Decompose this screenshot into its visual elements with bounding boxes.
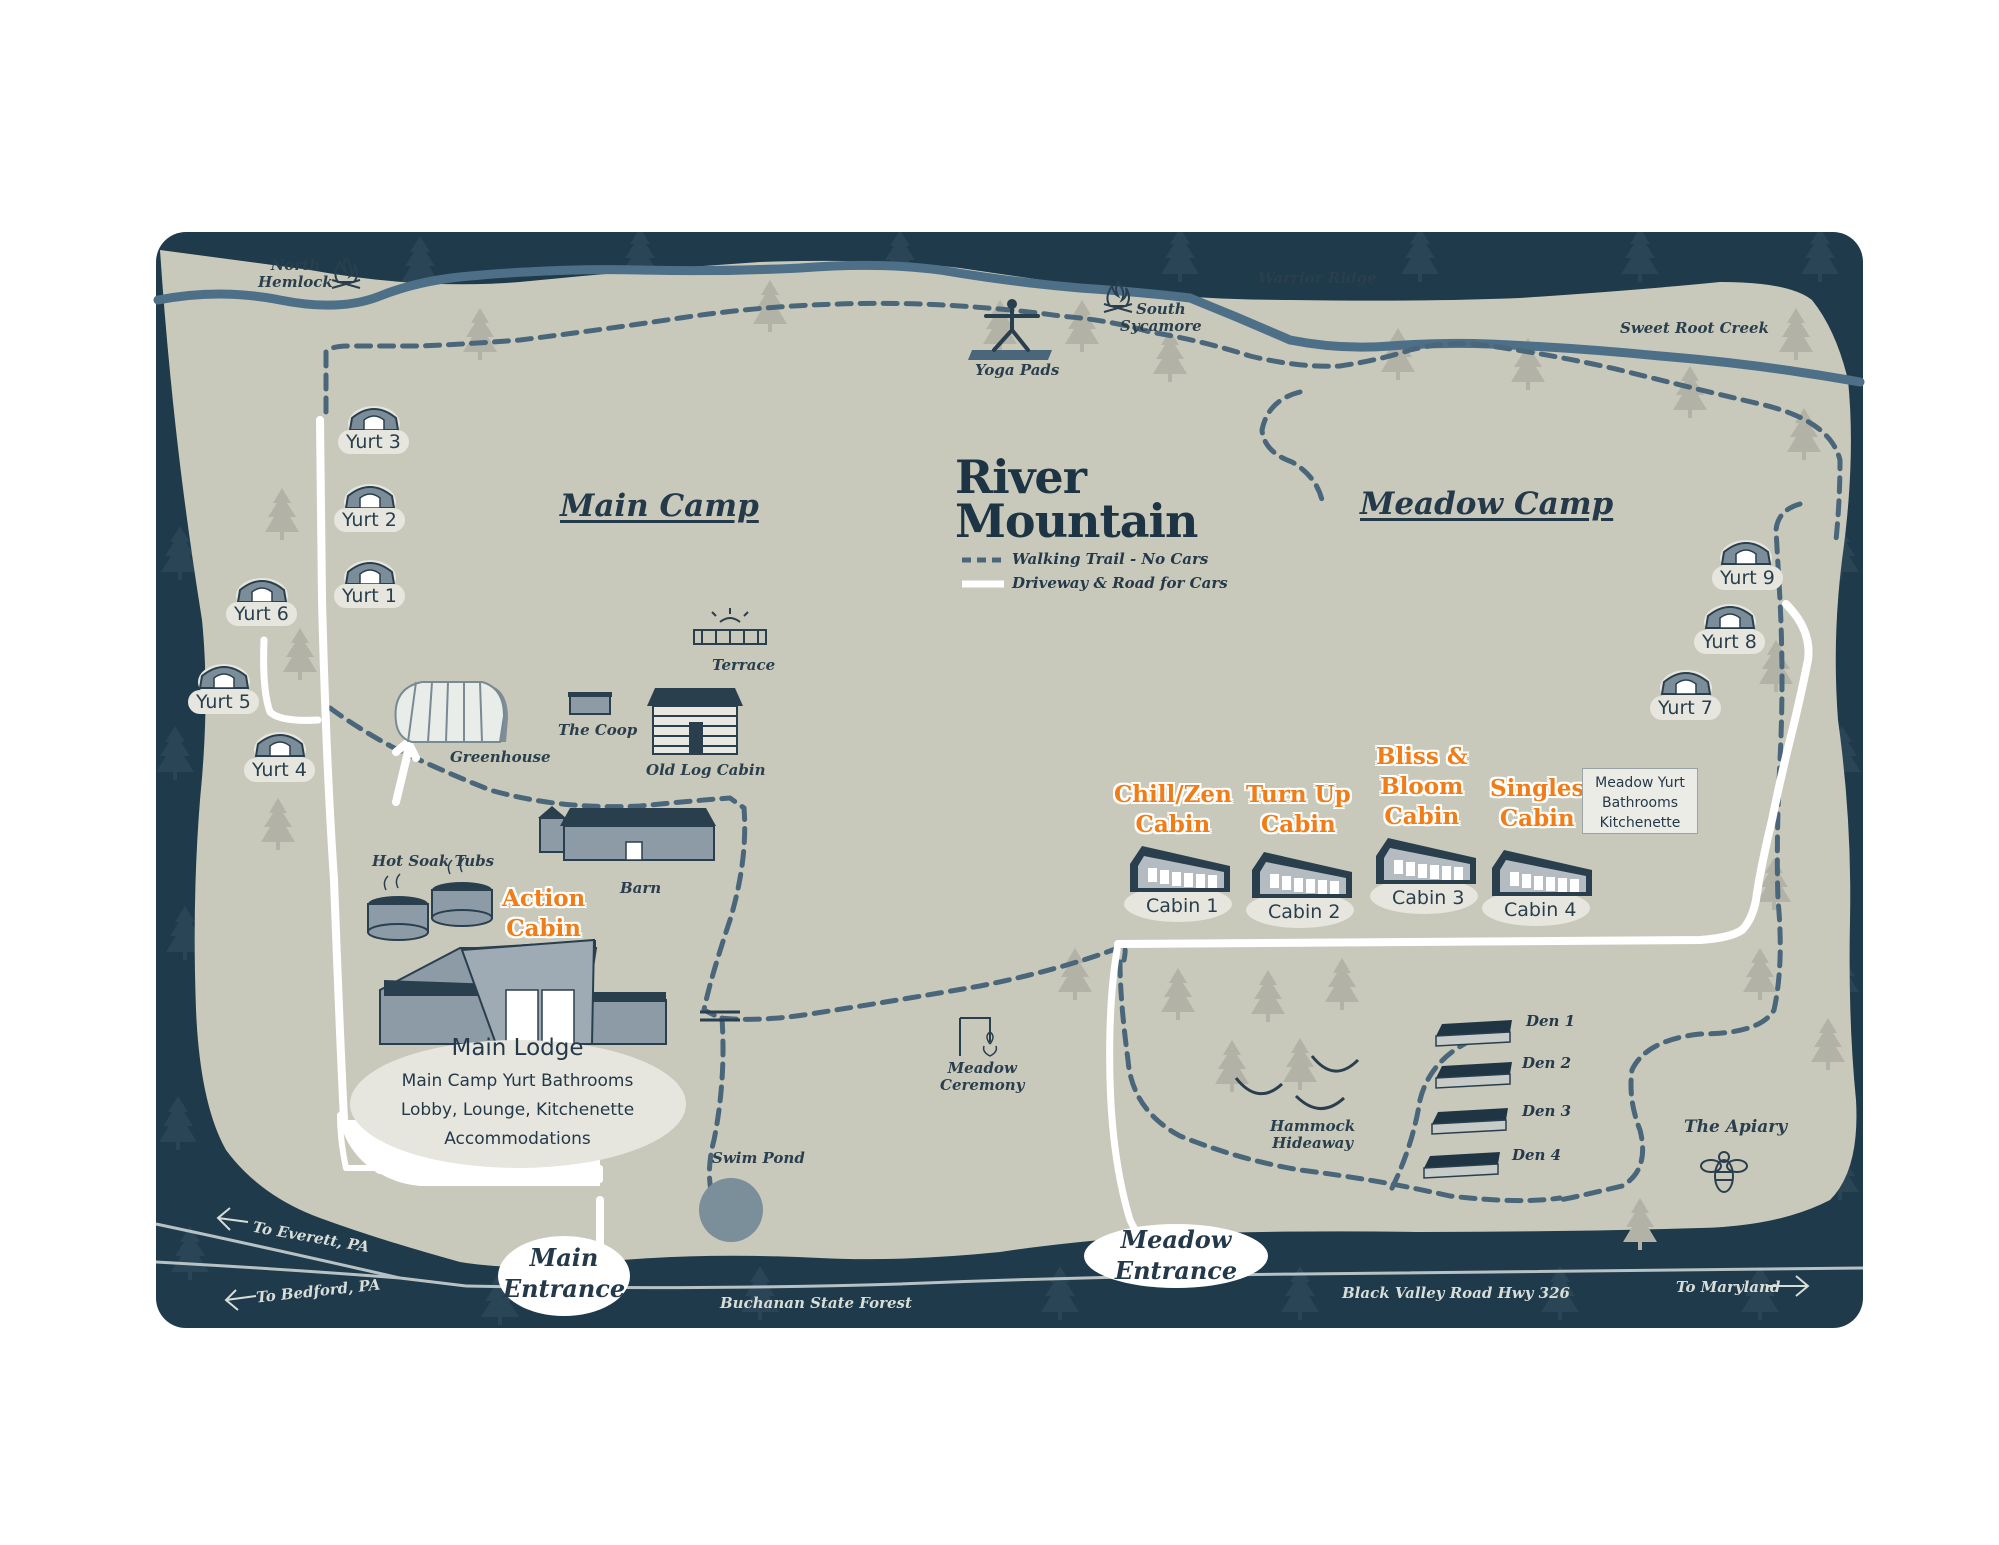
main-lodge-line3: Accommodations — [444, 1129, 591, 1149]
yoga-pads-icon — [968, 299, 1052, 360]
label-greenhouse: Greenhouse — [450, 748, 551, 766]
label-hot-soak-tubs: Hot Soak Tubs — [372, 852, 495, 870]
arrow-bedford — [224, 1289, 257, 1311]
den-3[interactable]: Den 3 — [1522, 1102, 1572, 1120]
label-the-apiary: The Apiary — [1684, 1117, 1788, 1137]
main-lodge-building — [379, 938, 667, 1045]
yurt-3[interactable]: Yurt 3 — [338, 430, 409, 454]
label-yoga-pads: Yoga Pads — [975, 361, 1060, 379]
swim-pond — [699, 1178, 763, 1242]
main-entrance[interactable]: Main Entrance — [502, 1243, 626, 1303]
den-1[interactable]: Den 1 — [1526, 1012, 1576, 1030]
coop-icon — [568, 692, 612, 715]
label-south-sycamore: South Sycamore — [1120, 300, 1202, 336]
legend-trail-label: Walking Trail - No Cars — [1012, 550, 1209, 568]
main-entrance-bubble — [498, 1236, 630, 1316]
meadow-yurt-bathrooms[interactable]: Meadow Yurt Bathrooms Kitchenette — [1582, 768, 1698, 834]
arrow-everett — [216, 1207, 249, 1231]
label-black-valley-road: Black Valley Road Hwy 326 — [1342, 1284, 1570, 1302]
highlight-turn-up-cabin[interactable]: Turn Up Cabin — [1246, 781, 1351, 838]
cabin-3[interactable]: Cabin 3 — [1384, 886, 1472, 910]
main-lodge-info-bubble — [350, 1040, 686, 1168]
cabin-1-label: Cabin 1 — [1146, 895, 1219, 917]
label-buchanan-state-forest: Buchanan State Forest — [720, 1294, 912, 1312]
meadow-ceremony-icon — [959, 1017, 998, 1057]
meadow-entrance-bubble — [1084, 1224, 1268, 1288]
highlight-singles-cabin[interactable]: Singles Cabin — [1490, 775, 1585, 832]
yurt-1-label: Yurt 1 — [334, 584, 405, 608]
greenhouse-icon — [394, 681, 508, 743]
map-title: River Mountain — [955, 450, 1198, 548]
main-lodge-info[interactable]: Main Lodge Main Camp Yurt Bathrooms Lobb… — [355, 1035, 680, 1154]
yurt-3-label: Yurt 3 — [338, 430, 409, 454]
hot-soak-tubs-icon — [367, 857, 493, 941]
barn-icon — [538, 806, 716, 861]
map-title-line2: Mountain — [955, 494, 1198, 548]
yurt-4[interactable]: Yurt 4 — [244, 758, 315, 782]
yurt-5[interactable]: Yurt 5 — [188, 690, 259, 714]
cabin-2-label: Cabin 2 — [1268, 901, 1341, 923]
yurt-5-label: Yurt 5 — [188, 690, 259, 714]
yurt-2-label: Yurt 2 — [334, 508, 405, 532]
label-swim-pond: Swim Pond — [712, 1149, 805, 1167]
label-to-maryland: To Maryland — [1676, 1278, 1781, 1296]
den-4[interactable]: Den 4 — [1512, 1146, 1562, 1164]
yurt-2[interactable]: Yurt 2 — [334, 508, 405, 532]
log-cabin-icon — [647, 688, 743, 755]
yurt-7[interactable]: Yurt 7 — [1650, 696, 1721, 720]
label-sweet-root-creek: Sweet Root Creek — [1620, 319, 1769, 337]
legend-road-label: Driveway & Road for Cars — [1012, 574, 1228, 592]
highlight-bliss-bloom-cabin[interactable]: Bliss & Bloom Cabin — [1376, 743, 1468, 830]
main-lodge-line2: Lobby, Lounge, Kitchenette — [400, 1100, 635, 1120]
creek — [153, 260, 1865, 387]
cabin-icons — [1124, 838, 1592, 928]
yurt-1[interactable]: Yurt 1 — [334, 584, 405, 608]
terrace-icon — [693, 608, 767, 645]
hammocks-icon — [1234, 1055, 1360, 1110]
main-lodge-title: Main Lodge — [451, 1035, 584, 1061]
yurt-7-label: Yurt 7 — [1650, 696, 1721, 720]
arrow-maryland — [1766, 1275, 1810, 1297]
label-north-hemlock: North Hemlock — [258, 256, 333, 292]
meadow-entrance[interactable]: Meadow Entrance — [1114, 1225, 1238, 1285]
label-the-coop: The Coop — [558, 721, 638, 739]
label-terrace: Terrace — [712, 656, 776, 674]
yurt-6[interactable]: Yurt 6 — [226, 602, 297, 626]
label-hammock-hideaway: Hammock Hideaway — [1270, 1117, 1356, 1153]
label-meadow-ceremony: Meadow Ceremony — [940, 1059, 1025, 1095]
area-meadow-camp[interactable]: Meadow Camp — [1360, 486, 1614, 522]
label-warrior-ridge: Warrior Ridge — [1258, 269, 1377, 287]
label-old-log-cabin: Old Log Cabin — [646, 761, 766, 779]
yurt-8-label: Yurt 8 — [1694, 630, 1765, 654]
yurt-4-label: Yurt 4 — [244, 758, 315, 782]
highlight-action-cabin[interactable]: Action Cabin — [502, 885, 586, 942]
footbridge — [700, 1010, 740, 1022]
area-main-camp[interactable]: Main Camp — [560, 488, 759, 524]
main-lodge-line1: Main Camp Yurt Bathrooms — [401, 1071, 634, 1091]
yurt-8[interactable]: Yurt 8 — [1694, 630, 1765, 654]
den-2[interactable]: Den 2 — [1522, 1054, 1572, 1072]
cabin-1[interactable]: Cabin 1 — [1138, 894, 1226, 918]
cabin-3-label: Cabin 3 — [1392, 887, 1465, 909]
walking-trails — [323, 300, 1843, 1204]
cabin-4[interactable]: Cabin 4 — [1496, 898, 1584, 922]
highlight-chill-zen-cabin[interactable]: Chill/Zen Cabin — [1114, 781, 1232, 838]
map-title-line1: River — [955, 450, 1087, 504]
yurt-9[interactable]: Yurt 9 — [1712, 566, 1783, 590]
yurt-6-label: Yurt 6 — [226, 602, 297, 626]
cabin-2[interactable]: Cabin 2 — [1260, 900, 1348, 924]
label-barn: Barn — [620, 879, 662, 897]
yurt-9-label: Yurt 9 — [1712, 566, 1783, 590]
bee-icon — [1700, 1151, 1748, 1193]
cabin-4-label: Cabin 4 — [1504, 899, 1577, 921]
